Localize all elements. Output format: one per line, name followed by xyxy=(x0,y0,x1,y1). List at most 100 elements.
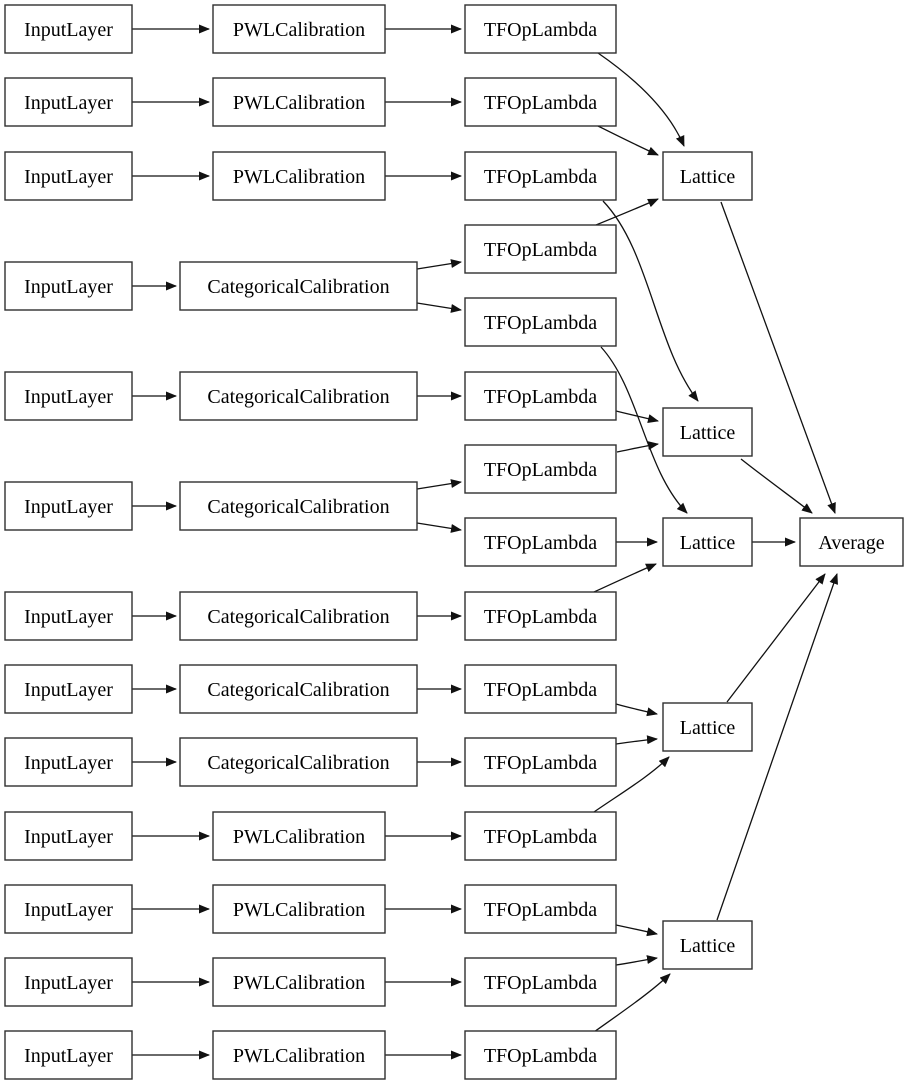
node-box-tf5 xyxy=(464,371,617,421)
edge-tf10-to-lat4 xyxy=(593,756,670,813)
node-label-tf3: TFOpLambda xyxy=(484,166,597,188)
node-box-tf9 xyxy=(464,737,617,787)
node-label-tf2: TFOpLambda xyxy=(484,92,597,114)
node-label-in3: InputLayer xyxy=(24,166,113,188)
node-label-cat5: CategoricalCalibration xyxy=(207,386,389,408)
edge-lat1-to-avg xyxy=(720,201,836,514)
edge-tf11-to-lat5 xyxy=(615,924,658,937)
node-label-cat9: CategoricalCalibration xyxy=(207,752,389,774)
edge-tf9-to-lat4 xyxy=(615,735,658,745)
node-in3: InputLayer xyxy=(4,151,133,201)
node-lat2: Lattice xyxy=(662,407,753,457)
node-in1: InputLayer xyxy=(4,4,133,54)
node-label-cat4: CategoricalCalibration xyxy=(207,276,389,298)
node-box-tf11 xyxy=(464,884,617,934)
node-lat4: Lattice xyxy=(662,702,753,752)
node-in5: InputLayer xyxy=(4,371,133,421)
edge-tf7-to-lat3 xyxy=(593,563,657,593)
node-label-tf13: TFOpLambda xyxy=(484,1045,597,1067)
node-label-in4: InputLayer xyxy=(24,276,113,298)
node-box-lat4 xyxy=(662,702,753,752)
node-label-pwl1: PWLCalibration xyxy=(233,19,365,41)
node-tf4b: TFOpLambda xyxy=(464,297,617,347)
node-label-tf10: TFOpLambda xyxy=(484,826,597,848)
node-tf3: TFOpLambda xyxy=(464,151,617,201)
node-in2: InputLayer xyxy=(4,77,133,127)
node-tf10: TFOpLambda xyxy=(464,811,617,861)
node-label-in6: InputLayer xyxy=(24,496,113,518)
edge-cat6-to-tf6a xyxy=(416,479,462,490)
node-label-tf4b: TFOpLambda xyxy=(484,312,597,334)
node-box-pwl3 xyxy=(212,151,386,201)
node-label-tf6a: TFOpLambda xyxy=(484,459,597,481)
node-box-in9 xyxy=(4,737,133,787)
node-cat8: CategoricalCalibration xyxy=(179,664,418,714)
node-label-in7: InputLayer xyxy=(24,606,113,628)
node-in11: InputLayer xyxy=(4,884,133,934)
node-box-cat4 xyxy=(179,261,418,311)
node-in7: InputLayer xyxy=(4,591,133,641)
node-box-in6 xyxy=(4,481,133,531)
node-tf12: TFOpLambda xyxy=(464,957,617,1007)
node-label-pwl3: PWLCalibration xyxy=(233,166,365,188)
edge-tf2-to-lat1 xyxy=(597,125,659,156)
node-box-lat5 xyxy=(662,920,753,970)
edge-lat4-to-avg xyxy=(726,573,826,703)
node-cat9: CategoricalCalibration xyxy=(179,737,418,787)
node-label-cat7: CategoricalCalibration xyxy=(207,606,389,628)
node-in8: InputLayer xyxy=(4,664,133,714)
node-label-pwl10: PWLCalibration xyxy=(233,826,365,848)
node-in4: InputLayer xyxy=(4,261,133,311)
node-label-in10: InputLayer xyxy=(24,826,113,848)
node-pwl12: PWLCalibration xyxy=(212,957,386,1007)
node-box-pwl11 xyxy=(212,884,386,934)
node-label-cat8: CategoricalCalibration xyxy=(207,679,389,701)
node-label-in2: InputLayer xyxy=(24,92,113,114)
node-cat7: CategoricalCalibration xyxy=(179,591,418,641)
node-tf11: TFOpLambda xyxy=(464,884,617,934)
node-avg: Average xyxy=(799,517,904,567)
node-lat1: Lattice xyxy=(662,151,753,201)
node-box-tf3 xyxy=(464,151,617,201)
node-label-tf5: TFOpLambda xyxy=(484,386,597,408)
node-tf4a: TFOpLambda xyxy=(464,224,617,274)
node-box-pwl10 xyxy=(212,811,386,861)
node-tf7: TFOpLambda xyxy=(464,591,617,641)
node-box-tf13 xyxy=(464,1030,617,1080)
node-label-pwl13: PWLCalibration xyxy=(233,1045,365,1067)
node-pwl13: PWLCalibration xyxy=(212,1030,386,1080)
node-cat6: CategoricalCalibration xyxy=(179,481,418,531)
node-box-in12 xyxy=(4,957,133,1007)
node-box-tf4b xyxy=(464,297,617,347)
node-label-tf12: TFOpLambda xyxy=(484,972,597,994)
node-box-tf6a xyxy=(464,444,617,494)
node-box-tf1 xyxy=(464,4,617,54)
node-label-tf6b: TFOpLambda xyxy=(484,532,597,554)
node-cat4: CategoricalCalibration xyxy=(179,261,418,311)
edge-tf13-to-lat5 xyxy=(593,973,671,1033)
node-tf9: TFOpLambda xyxy=(464,737,617,787)
node-box-in1 xyxy=(4,4,133,54)
node-label-tf11: TFOpLambda xyxy=(484,899,597,921)
edge-tf4b-to-lat3 xyxy=(600,346,688,514)
node-box-cat9 xyxy=(179,737,418,787)
node-box-in13 xyxy=(4,1030,133,1080)
node-in13: InputLayer xyxy=(4,1030,133,1080)
node-tf5: TFOpLambda xyxy=(464,371,617,421)
node-label-pwl2: PWLCalibration xyxy=(233,92,365,114)
edge-tf5-to-lat2 xyxy=(615,410,659,423)
node-box-pwl12 xyxy=(212,957,386,1007)
node-label-in12: InputLayer xyxy=(24,972,113,994)
node-label-pwl12: PWLCalibration xyxy=(233,972,365,994)
node-label-tf8: TFOpLambda xyxy=(484,679,597,701)
node-label-pwl11: PWLCalibration xyxy=(233,899,365,921)
node-box-tf2 xyxy=(464,77,617,127)
node-box-tf10 xyxy=(464,811,617,861)
edge-tf8-to-lat4 xyxy=(615,703,658,717)
edge-lat5-to-avg xyxy=(716,573,838,921)
node-lat5: Lattice xyxy=(662,920,753,970)
node-label-tf1: TFOpLambda xyxy=(484,19,597,41)
node-box-in3 xyxy=(4,151,133,201)
edge-cat4-to-tf4a xyxy=(416,259,462,270)
